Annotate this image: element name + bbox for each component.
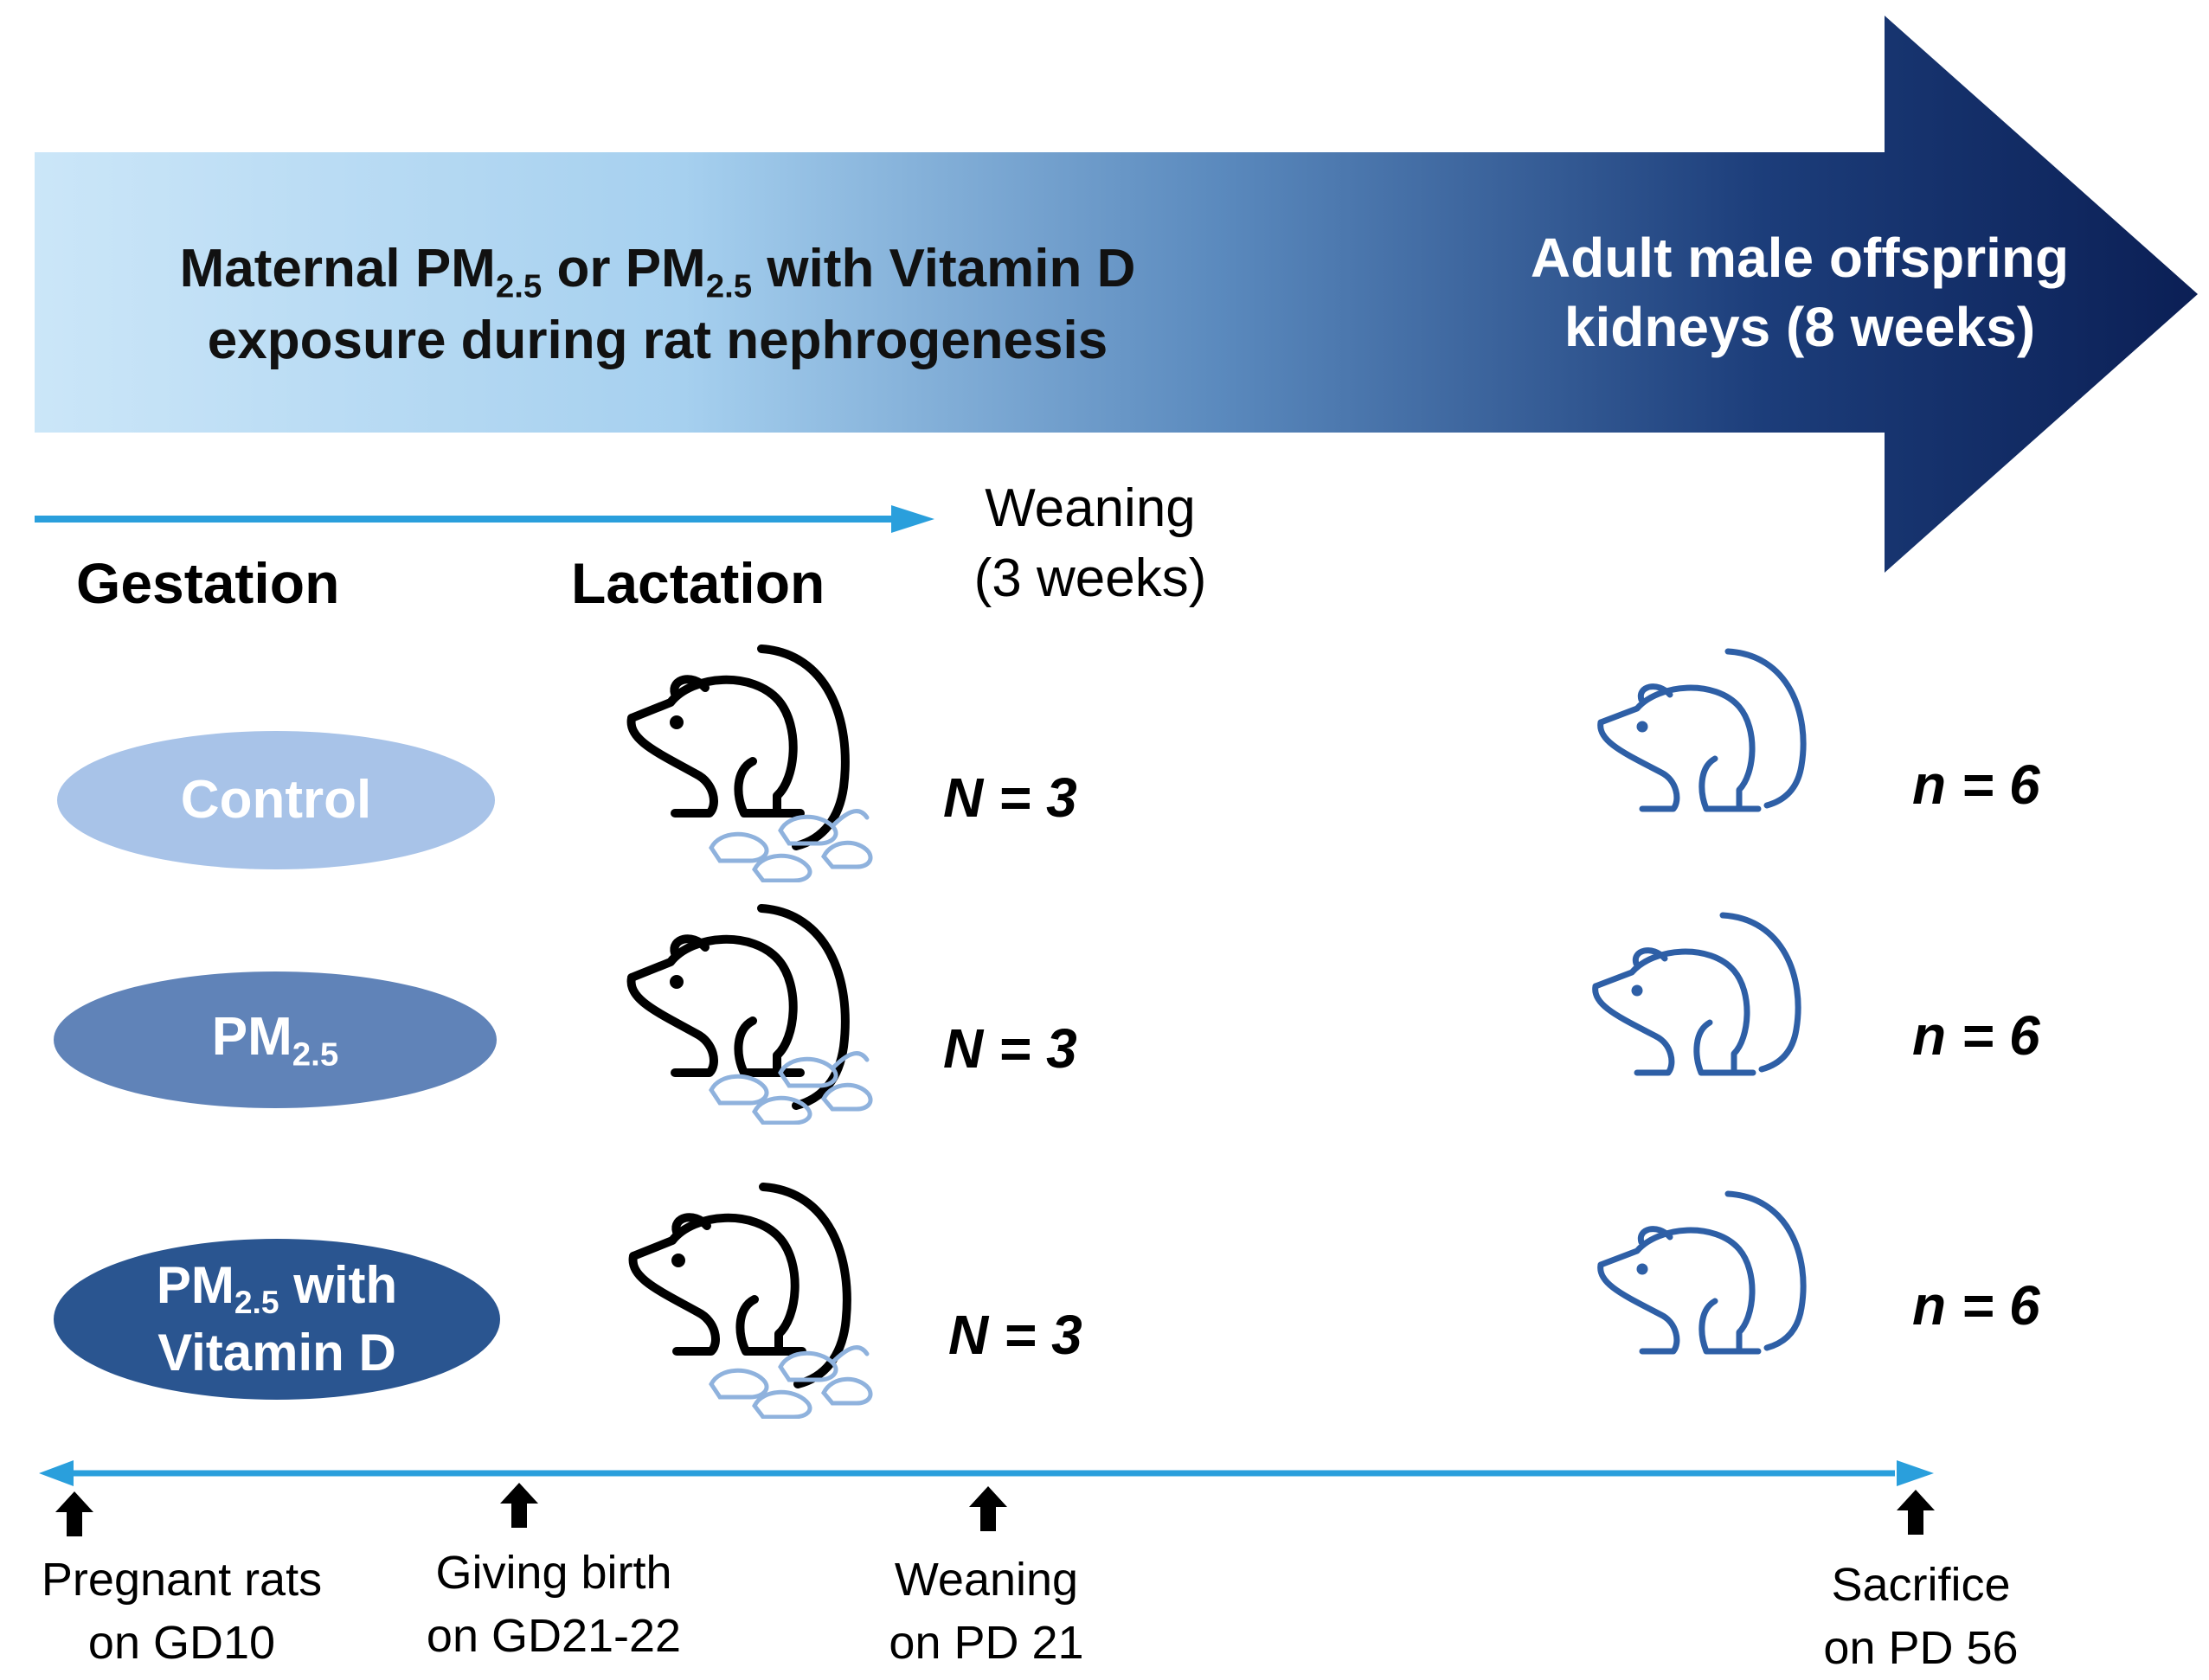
pups-icon	[709, 1051, 873, 1125]
banner-right-text: Adult male offspring kidneys (8 weeks)	[1530, 227, 2070, 358]
exposure-banner-arrow	[35, 16, 2198, 573]
dam-rat-icon	[626, 904, 850, 1110]
offspring-count-control: n = 6	[1912, 753, 2040, 816]
dam-count-pm25-vitamin-d: N = 3	[948, 1304, 1082, 1366]
group-control: Control	[57, 731, 495, 869]
offspring-count-pm25-vitamin-d: n = 6	[1912, 1274, 2040, 1337]
lactation-label: Lactation	[571, 551, 825, 615]
dam-rat-icon	[628, 1183, 851, 1388]
dam-count-control: N = 3	[943, 766, 1077, 829]
adult-rat-icon	[1597, 1190, 1807, 1355]
adult-rat-icon	[1592, 912, 1801, 1076]
up-arrow-icon	[969, 1486, 1007, 1531]
timeline-label-weaning: Weaning on PD 21	[889, 1554, 1084, 1669]
offspring-count-pm25: n = 6	[1912, 1004, 2040, 1067]
up-arrow-icon	[500, 1483, 538, 1528]
dam-rat-icon	[626, 644, 850, 850]
gestation-label: Gestation	[76, 551, 340, 615]
group-pm25-vitamin-d: PM2.5 with Vitamin D	[54, 1239, 500, 1400]
up-arrow-icon	[1897, 1490, 1935, 1535]
timeline-double-arrow	[39, 1460, 1934, 1486]
banner-left-text: Maternal PM2.5 or PM2.5 with Vitamin D e…	[179, 239, 1136, 371]
adult-rat-icon	[1597, 648, 1807, 812]
pups-icon	[709, 809, 873, 882]
timeline-label-sacrifice: Sacrifice on PD 56	[1823, 1559, 2019, 1674]
timeline-label-birth: Giving birth on GD21-22	[426, 1547, 682, 1662]
weaning-label: Weaning (3 weeks)	[973, 478, 1207, 608]
up-arrow-icon	[55, 1491, 93, 1536]
timeline-label-pregnant: Pregnant rats on GD10	[41, 1554, 323, 1669]
dam-count-pm25: N = 3	[943, 1017, 1077, 1080]
group-pm25: PM2.5	[54, 971, 497, 1108]
gestation-lactation-arrow	[35, 505, 934, 533]
pups-icon	[709, 1345, 873, 1419]
